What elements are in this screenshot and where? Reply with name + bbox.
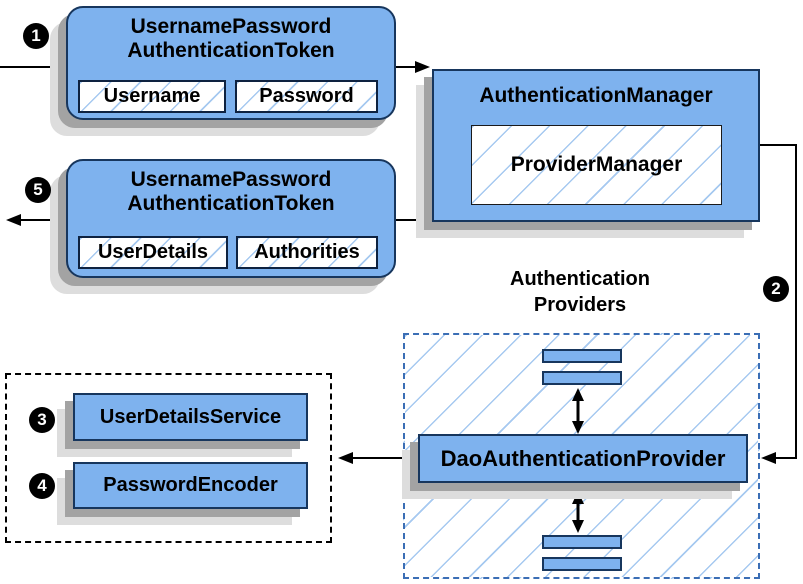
authentication-manager-box: AuthenticationManager ProviderManager — [432, 69, 760, 222]
dao-authentication-provider-label: DaoAuthenticationProvider — [440, 445, 726, 471]
authentication-manager-title: AuthenticationManager — [479, 84, 713, 107]
userdetails-field-box: UserDetails — [78, 236, 228, 269]
step-badge-5-number: 5 — [33, 180, 43, 199]
authentication-providers-label-line2: Providers — [533, 294, 627, 316]
authentication-providers-label: Authentication Providers — [430, 266, 730, 318]
services-group-box — [5, 373, 332, 543]
request-token-title: UsernamePassword AuthenticationToken — [68, 8, 394, 63]
response-token-title-line1: UsernamePassword — [130, 168, 332, 191]
request-token-title-line1: UsernamePassword — [130, 15, 332, 38]
username-field-box: Username — [78, 80, 226, 113]
provider-manager-label: ProviderManager — [510, 153, 683, 176]
manager-to-provider-arrowhead — [761, 452, 776, 464]
response-token-title-line2: AuthenticationToken — [127, 192, 335, 215]
authentication-providers-label-line1: Authentication — [510, 268, 650, 290]
token-outgoing-arrowhead — [6, 214, 21, 226]
user-details-service-box: UserDetailsService — [73, 393, 308, 441]
step-badge-1: 1 — [23, 23, 49, 49]
step-badge-2: 2 — [763, 276, 789, 302]
password-encoder-box: PasswordEncoder — [73, 462, 308, 509]
provider-placeholder-bar — [542, 557, 622, 571]
step-badge-4-number: 4 — [37, 476, 47, 495]
step-badge-3-number: 3 — [37, 410, 47, 429]
request-token-title-line2: AuthenticationToken — [127, 39, 335, 62]
provider-placeholder-bar — [542, 535, 622, 549]
dao-authentication-provider-box: DaoAuthenticationProvider — [418, 434, 748, 483]
provider-manager-box: ProviderManager — [471, 125, 722, 205]
response-token-box: UsernamePassword AuthenticationToken Use… — [66, 159, 396, 278]
step-badge-1-number: 1 — [31, 26, 41, 45]
response-token-title: UsernamePassword AuthenticationToken — [68, 161, 394, 216]
password-encoder-label: PasswordEncoder — [103, 474, 278, 496]
step-badge-5: 5 — [25, 177, 51, 203]
step-badge-4: 4 — [29, 473, 55, 499]
provider-placeholder-bar — [542, 349, 622, 363]
authorities-field-box: Authorities — [236, 236, 378, 269]
authorities-field-label: Authorities — [254, 241, 360, 263]
provider-placeholder-bar — [542, 371, 622, 385]
provider-to-services-arrowhead — [338, 452, 353, 464]
user-details-service-label: UserDetailsService — [99, 405, 282, 428]
step-badge-3: 3 — [29, 407, 55, 433]
token-to-manager-arrowhead — [415, 61, 430, 73]
username-field-label: Username — [103, 85, 201, 107]
password-field-label: Password — [259, 85, 354, 107]
request-token-box: UsernamePassword AuthenticationToken Use… — [66, 6, 396, 120]
step-badge-2-number: 2 — [771, 279, 781, 298]
password-field-box: Password — [235, 80, 378, 113]
userdetails-field-label: UserDetails — [97, 241, 209, 263]
